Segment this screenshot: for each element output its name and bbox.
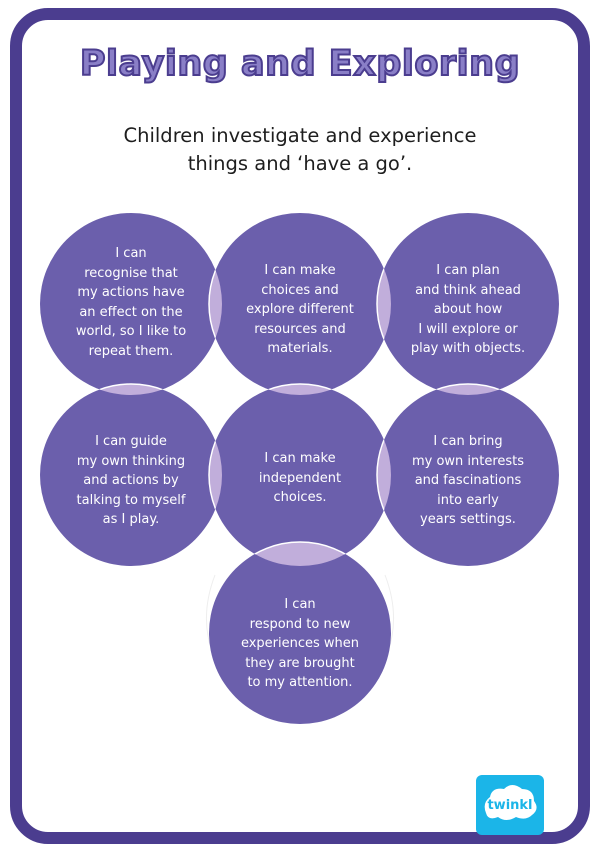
statement-text-1: I can recognise that my actions have an … xyxy=(75,246,187,359)
page-title: Playing and Exploring xyxy=(79,43,521,85)
statement-text-6: I can bring my own interests and fascina… xyxy=(411,434,525,527)
overlap-lens xyxy=(208,384,222,566)
twinkl-logo-icon-graphic: twinkl xyxy=(484,785,537,820)
overlap-lens xyxy=(209,383,391,395)
twinkl-logo-icon: twinkl xyxy=(476,775,544,835)
page-subtitle: Children investigate and experience thin… xyxy=(123,124,477,175)
statement-text-3: I can plan and think ahead about how I w… xyxy=(410,263,526,356)
statement-text-2: I can make choices and explore different… xyxy=(246,263,354,356)
statement-text-4: I can guide my own thinking and actions … xyxy=(76,434,186,527)
logo-text: twinkl xyxy=(487,798,532,813)
statement-circle-1 xyxy=(40,213,222,395)
statement-circle-4 xyxy=(40,384,222,566)
statement-text-7: I can respond to new experiences when th… xyxy=(240,597,360,690)
statement-circle-7 xyxy=(209,542,391,724)
overlap-lens xyxy=(377,383,559,395)
cloud-shape xyxy=(484,785,537,820)
statement-circle-5 xyxy=(209,384,391,566)
statement-text-5: I can make independent choices. xyxy=(258,451,342,505)
overlap-lens xyxy=(208,213,222,395)
overlap-lens xyxy=(376,213,391,395)
statement-circle-3 xyxy=(377,213,559,395)
statement-circle-6 xyxy=(377,384,559,566)
overlap-lens xyxy=(376,384,391,566)
overlap-lens xyxy=(40,383,222,395)
overlap-lens xyxy=(209,541,391,566)
statement-circle-2 xyxy=(209,213,391,395)
